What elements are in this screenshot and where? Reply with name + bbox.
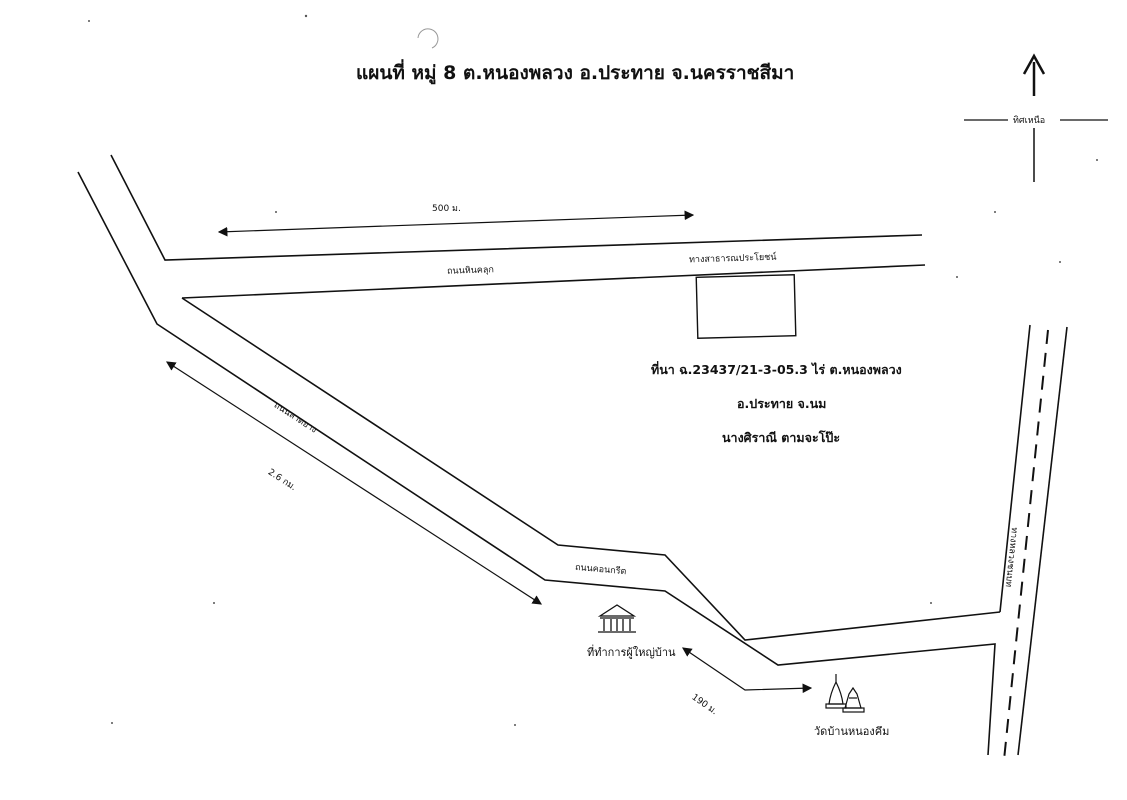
north-label: ทิศเหนือ <box>1013 116 1046 126</box>
parcel-info-line1: ที่นา ฉ.23437/21-3-05.3 ไร่ ต.หนองพลวง <box>651 362 902 377</box>
road-hin-khluk-bottom-edge <box>181 264 926 299</box>
scan-specks <box>88 14 1098 726</box>
public-way-label: ทางสาธารณประโยชน์ <box>688 252 777 266</box>
parcel-plot <box>695 274 797 339</box>
road-inner-edge <box>181 297 1001 641</box>
road-right-left-edge <box>999 324 1031 613</box>
road-label-hin-khluk: ถนนหินคลุก <box>446 265 495 277</box>
north-arrow-icon <box>1022 53 1046 75</box>
north-indicator <box>964 53 1108 182</box>
road-lines <box>77 154 1068 756</box>
parcel-info-line3: นางศิราณี ตามจะโป๊ะ <box>722 430 841 445</box>
road-outer-edge <box>77 171 996 756</box>
temple-icon <box>825 674 865 713</box>
distance-arrow-left <box>165 361 543 605</box>
building-icon <box>597 604 637 633</box>
map-title: แผนที่ หมู่ 8 ต.หนองพลวง อ.ประทาย จ.นครร… <box>356 62 795 84</box>
road-hin-khluk-top-edge <box>110 154 923 261</box>
distance-label-top: 500 ม. <box>432 204 461 214</box>
village-office-label: ที่ทำการผู้ใหญ่บ้าน <box>587 646 676 659</box>
road-right-centerline <box>1003 329 1049 761</box>
distance-arrow-bottom <box>682 647 813 694</box>
parcel-info-line2: อ.ประทาย จ.นม <box>737 396 827 411</box>
temple-label: วัดบ้านหนองคึม <box>814 725 890 738</box>
distance-arrow-top <box>217 210 695 237</box>
road-right-right-edge <box>1017 326 1068 756</box>
